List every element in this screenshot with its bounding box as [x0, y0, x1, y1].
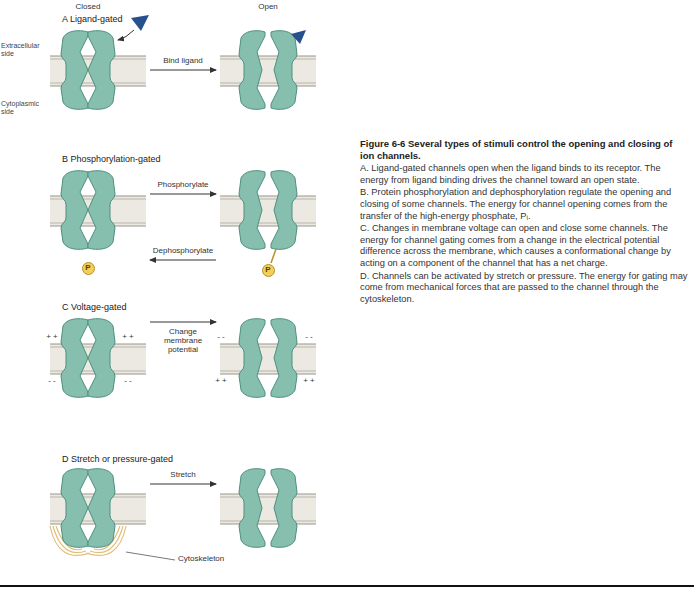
- phosphate-symbol: P: [85, 264, 90, 272]
- transition-arrow: [150, 194, 216, 195]
- membrane: [220, 344, 316, 374]
- channel-subunit: [61, 319, 88, 398]
- channel-subunit: [88, 31, 115, 110]
- channel-subunit: [61, 469, 88, 548]
- channel-subunit: [271, 469, 297, 548]
- column-header: Closed: [66, 2, 110, 11]
- caption-block: Figure 6-6 Several types of stimuli cont…: [360, 138, 688, 306]
- arrow-label: Phosphorylate: [148, 180, 218, 189]
- caption-paragraph: A. Ligand-gated channels open when the l…: [360, 163, 688, 186]
- phosphate-circle: P: [82, 262, 95, 275]
- transition-arrow: [150, 322, 216, 323]
- caption-paragraph: B. Protein phosphorylation and dephospho…: [360, 187, 688, 222]
- caption-paragraph: D. Channels can be activated by stretch …: [360, 271, 688, 306]
- channel-subunit: [271, 31, 297, 110]
- arrow-label: Bind ligand: [150, 56, 216, 65]
- binding-arrow: [118, 30, 134, 40]
- charge-sign: - -: [121, 376, 135, 385]
- channel-subunit: [239, 31, 265, 110]
- phosphate-symbol: P: [265, 266, 270, 274]
- channel-subunit: [61, 31, 88, 110]
- part-label: Cytoskeleton: [178, 554, 248, 563]
- arrow-label: Change membrane potential: [159, 327, 207, 355]
- channel-subunit: [88, 469, 115, 548]
- charge-sign: + +: [121, 332, 135, 341]
- charge-sign: + +: [214, 376, 228, 385]
- charge-sign: - -: [214, 332, 228, 341]
- panel-title: B Phosphorylation-gated: [62, 154, 222, 164]
- membrane: [220, 56, 316, 86]
- channel-subunit: [88, 171, 115, 250]
- membrane: [220, 494, 316, 524]
- phosphate-circle: P: [262, 264, 275, 277]
- charge-sign: - -: [45, 376, 59, 385]
- transition-arrow: [150, 484, 216, 485]
- charge-sign: - -: [302, 332, 316, 341]
- membrane: [220, 196, 316, 226]
- side-label: Cytoplasmic side: [1, 100, 49, 116]
- channel-subunit: [61, 171, 88, 250]
- bottom-rule: [0, 585, 694, 587]
- figure-caption: Figure 6-6 Several types of stimuli cont…: [360, 138, 688, 161]
- ligand-triangle: [291, 30, 306, 44]
- panel-title: D Stretch or pressure-gated: [62, 454, 232, 464]
- leader-line: [126, 552, 175, 560]
- charge-sign: + +: [302, 376, 316, 385]
- arrow-label: Stretch: [150, 470, 216, 479]
- phosphate-stalk: [271, 249, 276, 263]
- channel-subunit: [88, 319, 115, 398]
- channel-subunit: [239, 171, 265, 250]
- channel-subunit: [239, 469, 265, 548]
- column-header: Open: [246, 2, 290, 11]
- channel-subunit: [239, 319, 265, 398]
- caption-paragraph: C. Changes in membrane voltage can open …: [360, 223, 688, 269]
- channel-subunit: [271, 319, 297, 398]
- channel-subunit: [271, 171, 297, 250]
- transition-arrow: [150, 70, 216, 71]
- arrow-label: Dephosphorylate: [144, 246, 222, 255]
- ligand-triangle: [131, 15, 149, 31]
- side-label: Extracellular side: [1, 42, 49, 58]
- panel-title: A Ligand-gated: [62, 14, 212, 24]
- panel-title: C Voltage-gated: [62, 302, 212, 312]
- transition-arrow: [150, 260, 216, 261]
- charge-sign: + +: [45, 332, 59, 341]
